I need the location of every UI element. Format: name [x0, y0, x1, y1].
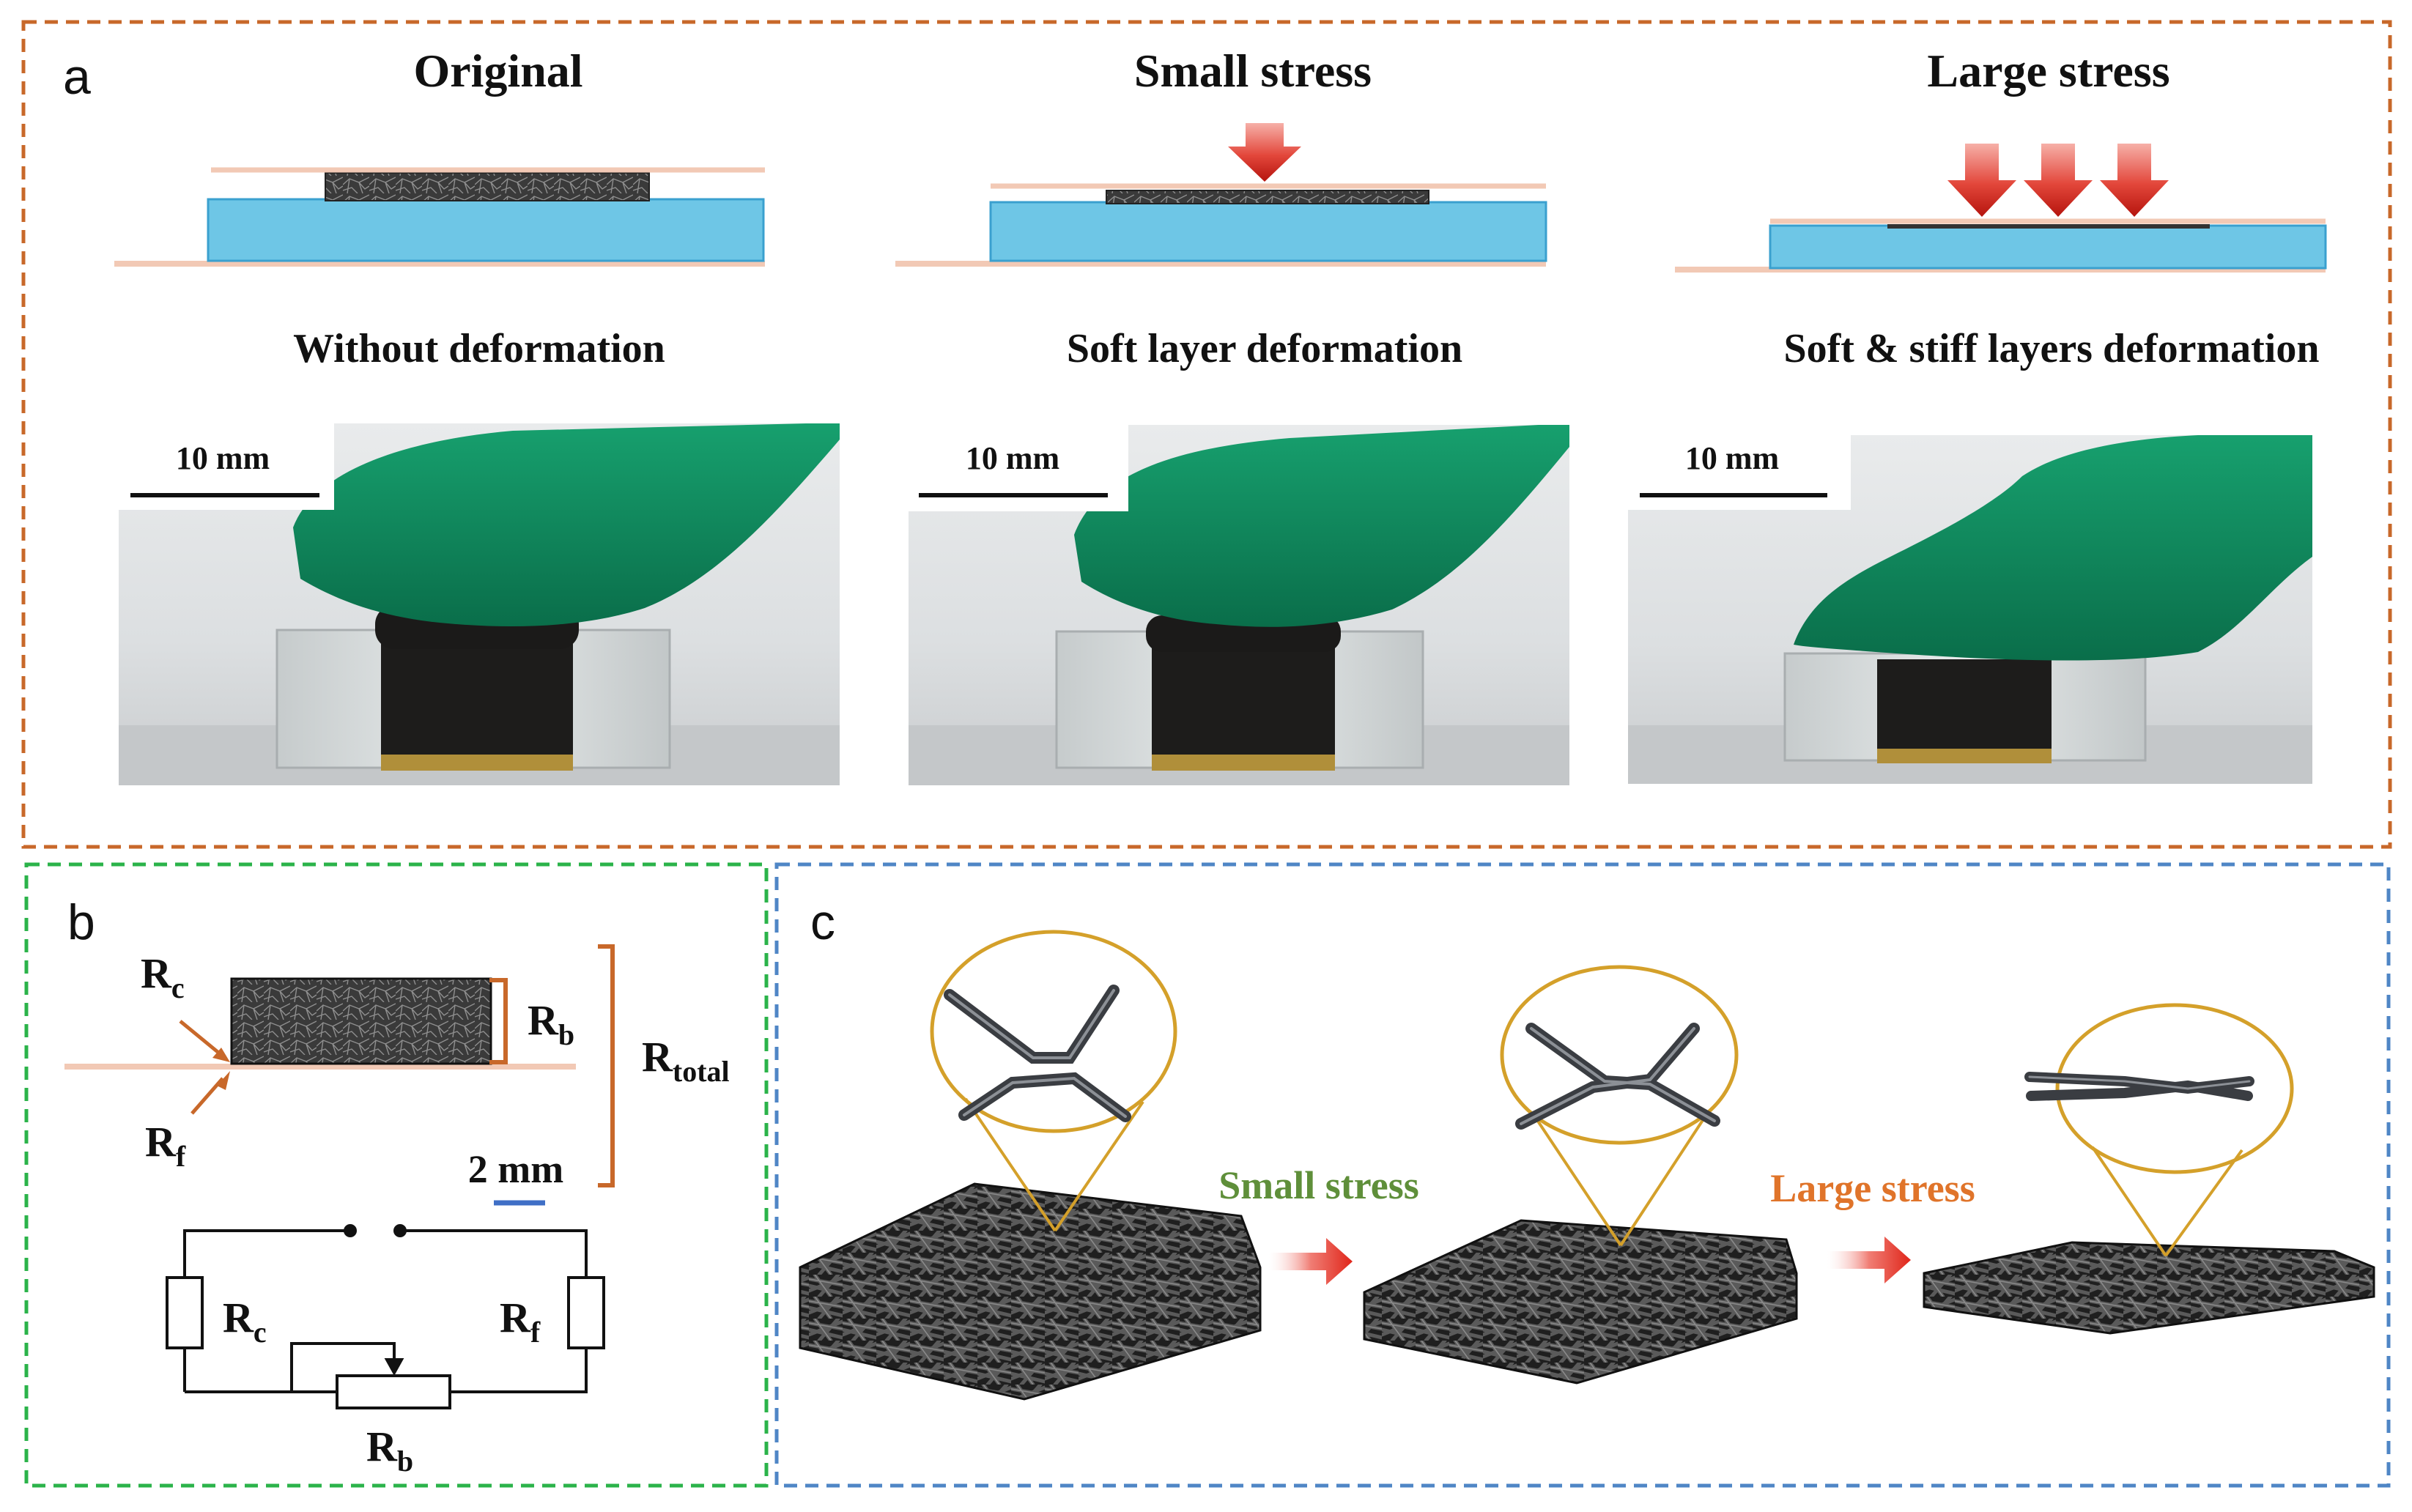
- soft-layer: [325, 172, 650, 201]
- soft-layer-flattened: [1887, 224, 2210, 229]
- glove: [293, 423, 840, 627]
- press-arrow: [1947, 144, 2016, 217]
- rtotal-bracket: [598, 944, 615, 1187]
- resistor-rc: [166, 1276, 204, 1349]
- network-large-stress: [1923, 1003, 2375, 1335]
- scale-bar-label: 10 mm: [966, 440, 1059, 476]
- network-uncompressed: [799, 930, 1262, 1401]
- press-arrow: [2100, 144, 2169, 217]
- transition-arrow-2: [1827, 1237, 1911, 1283]
- stiff-layer: [207, 198, 765, 262]
- column-title-small-stress: Small stress: [1134, 45, 1372, 97]
- label-rb-top: Rb: [528, 996, 574, 1051]
- caption-soft-stiff-deformation: Soft & stiff layers deformation: [1784, 326, 2320, 371]
- panel-a-border: [21, 20, 2392, 849]
- foam-sample: [230, 977, 492, 1065]
- label-rc-circuit: Rc: [223, 1294, 267, 1349]
- label-rc-top: Rc: [141, 949, 185, 1004]
- arrow-label-large-stress: Large stress: [1770, 1166, 1975, 1210]
- photo-original: 10 mm: [119, 423, 840, 785]
- press-arrow: [2024, 144, 2093, 217]
- label-rb-circuit: Rb: [366, 1423, 413, 1478]
- schematic-small-stress: [895, 123, 1547, 267]
- equivalent-circuit: [166, 1224, 605, 1409]
- stiff-layer: [989, 201, 1547, 262]
- schematic-large-stress: [1675, 144, 2327, 273]
- arrow-label-small-stress: Small stress: [1218, 1163, 1419, 1207]
- contact-schematic: [64, 944, 615, 1187]
- soft-layer-compressed: [1106, 190, 1429, 204]
- zoom-lens: [930, 930, 1177, 1133]
- column-title-original: Original: [413, 45, 582, 97]
- panel-c-letter: c: [810, 894, 835, 950]
- label-rtotal: Rtotal: [642, 1033, 730, 1088]
- photo-small-stress: 10 mm: [909, 425, 1569, 785]
- column-title-large-stress: Large stress: [1927, 45, 2169, 97]
- caption-without-deformation: Without deformation: [293, 326, 665, 371]
- label-rf-top: Rf: [145, 1118, 186, 1173]
- glove: [1794, 435, 2312, 661]
- stiff-layer-compressed: [1769, 224, 2327, 270]
- potentiometer-rb: [336, 1374, 451, 1409]
- photo-large-stress: 10 mm: [1628, 435, 2312, 784]
- glove: [1074, 425, 1569, 627]
- panel-c-border: [774, 862, 2391, 1488]
- label-rf-circuit: Rf: [500, 1294, 541, 1349]
- panel-b-letter: b: [67, 894, 95, 950]
- network-small-stress: [1363, 965, 1798, 1385]
- schematic-original: [114, 167, 765, 267]
- transition-arrow-1: [1269, 1238, 1353, 1285]
- panel-b-border: [24, 862, 769, 1488]
- scale-bar-label: 10 mm: [1685, 440, 1779, 476]
- resistor-rf: [567, 1276, 605, 1349]
- caption-soft-layer-deformation: Soft layer deformation: [1067, 326, 1462, 371]
- scale-bar-label-2mm: 2 mm: [468, 1147, 563, 1191]
- scale-bar-label: 10 mm: [176, 440, 270, 476]
- press-arrow: [1228, 123, 1301, 182]
- panel-a-letter: a: [63, 49, 91, 105]
- rb-bracket: [489, 978, 508, 1064]
